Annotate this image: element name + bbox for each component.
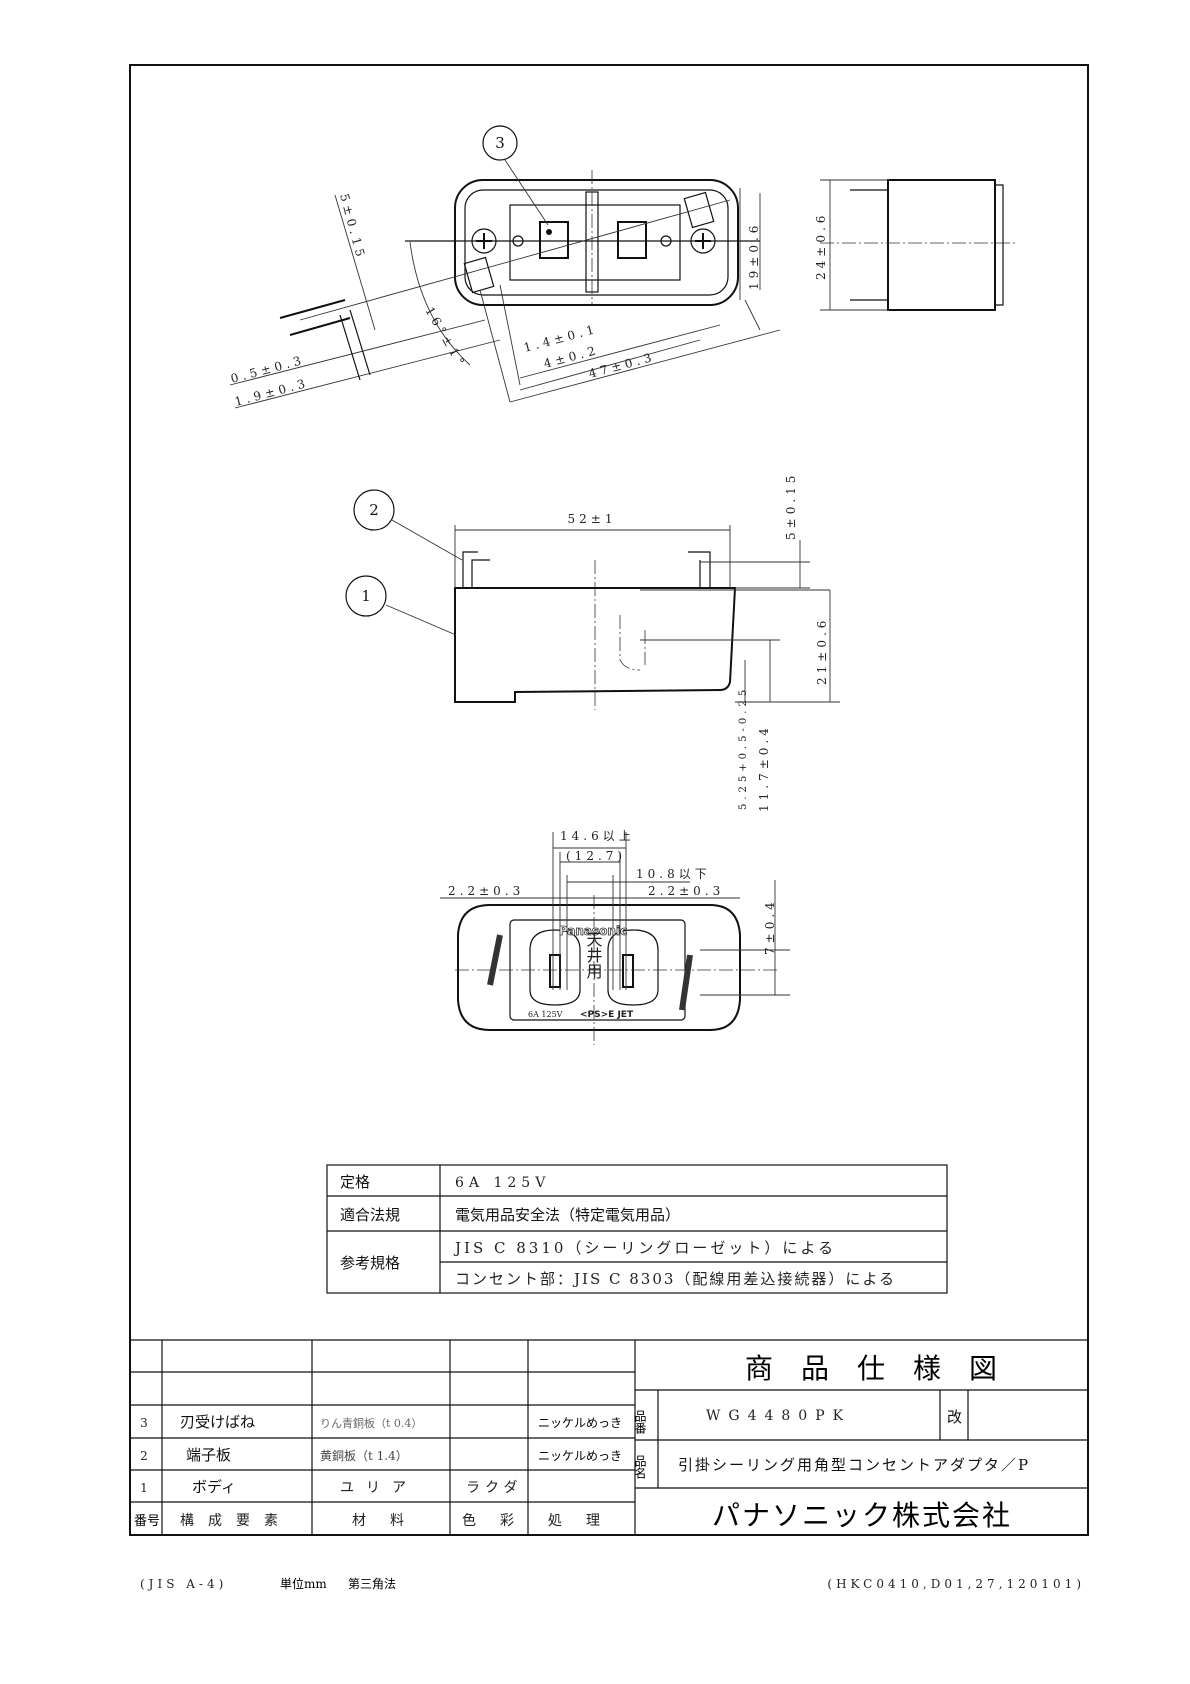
dim-label: 5.25+0.5-0.25 <box>738 686 749 810</box>
projection-label: 第三角法 <box>348 1577 396 1591</box>
part-no: 1 <box>140 1481 152 1495</box>
balloon-1-label: 1 <box>361 587 371 605</box>
part-material: りん青銅板（t 0.4） <box>320 1416 422 1430</box>
part-no-label: 品番 <box>633 1410 647 1435</box>
dim-label: 16°±1° <box>422 305 469 372</box>
balloon-2 <box>353 489 395 531</box>
company-name: パナソニック株式会社 <box>712 1499 1012 1532</box>
header-no: 番号 <box>134 1514 160 1529</box>
ceiling-marking: 天井用 <box>584 931 603 980</box>
part-finish: ニッケルめっき <box>538 1416 622 1430</box>
dim-label: 52±1 <box>568 512 617 526</box>
part-no: 3 <box>140 1416 152 1430</box>
header-color: 色彩 <box>462 1512 538 1529</box>
dim-label: 2.2±0.3 <box>648 884 724 898</box>
unit-label: 単位mm <box>280 1576 327 1591</box>
dim-label: 24±0.6 <box>814 212 828 280</box>
dim-label: 2.2±0.3 <box>448 884 524 898</box>
part-finish: ニッケルめっき <box>538 1449 622 1463</box>
part-material: ユリア <box>340 1480 418 1496</box>
spec-table <box>326 1164 948 1294</box>
spec-label-standard: 参考規格 <box>340 1254 400 1272</box>
part-name: ボディ <box>192 1478 236 1496</box>
end-view <box>820 179 1015 311</box>
drawing-title: 商品仕様図 <box>745 1352 1025 1385</box>
balloon-3-label: 3 <box>495 134 505 152</box>
spec-value-law: 電気用品安全法（特定電気用品） <box>455 1206 680 1224</box>
balloon-3 <box>482 125 518 161</box>
part-name: 端子板 <box>186 1446 231 1464</box>
dim-label: 11.7±0.4 <box>757 724 771 812</box>
dim-label: 7±0.4 <box>763 898 777 955</box>
spec-value-rating: 6A 125V <box>455 1175 550 1191</box>
product-name: 引掛シーリング用角型コンセントアダプタ／P <box>678 1456 1030 1474</box>
spec-value-standard-2: コンセント部：JIS C 8303（配線用差込接続器）による <box>455 1270 896 1288</box>
rating-marking: 6A 125V <box>528 1010 563 1019</box>
dim-label: 10.8以下 <box>636 867 711 881</box>
header-finish: 処理 <box>548 1513 624 1529</box>
part-color: ラクダ <box>466 1480 522 1496</box>
dim-label: 5±0.15 <box>337 192 368 262</box>
document-code: (HKC0410,D01,27,120101) <box>827 1577 1085 1591</box>
part-no: 2 <box>140 1449 152 1463</box>
dim-label: (12.7) <box>566 849 626 863</box>
product-name-label: 品名 <box>633 1455 647 1479</box>
part-number: WG4480PK <box>706 1408 851 1424</box>
sheet-frame <box>129 64 1089 1536</box>
header-material: 材料 <box>352 1513 428 1529</box>
parts-table <box>130 1339 1088 1535</box>
front-view <box>440 832 790 1045</box>
spec-value-standard-1: JIS C 8310（シーリングローゼット）による <box>453 1239 836 1257</box>
paper-size: (JIS A-4) <box>140 1577 227 1591</box>
dim-label: 5±0.15 <box>784 472 798 540</box>
part-material: 黄銅板（t 1.4） <box>320 1449 408 1463</box>
dim-label: 14.6以上 <box>560 829 635 843</box>
side-view <box>454 525 840 710</box>
certification-marks: <PS>E JET <box>580 1010 634 1020</box>
spec-label-rating: 定格 <box>340 1173 370 1191</box>
dim-label: 21±0.6 <box>815 617 829 685</box>
revision-label: 改 <box>947 1408 962 1426</box>
title-block <box>635 1389 1088 1489</box>
header-part: 構成要素 <box>180 1513 292 1529</box>
balloon-2-label: 2 <box>369 501 379 519</box>
balloon-1 <box>345 575 387 617</box>
top-view <box>229 170 781 409</box>
part-name: 刃受けばね <box>180 1413 255 1431</box>
brand-marking: Panasonic <box>559 924 627 938</box>
dim-label: 19±0.6 <box>747 222 761 290</box>
spec-label-law: 適合法規 <box>340 1206 400 1224</box>
